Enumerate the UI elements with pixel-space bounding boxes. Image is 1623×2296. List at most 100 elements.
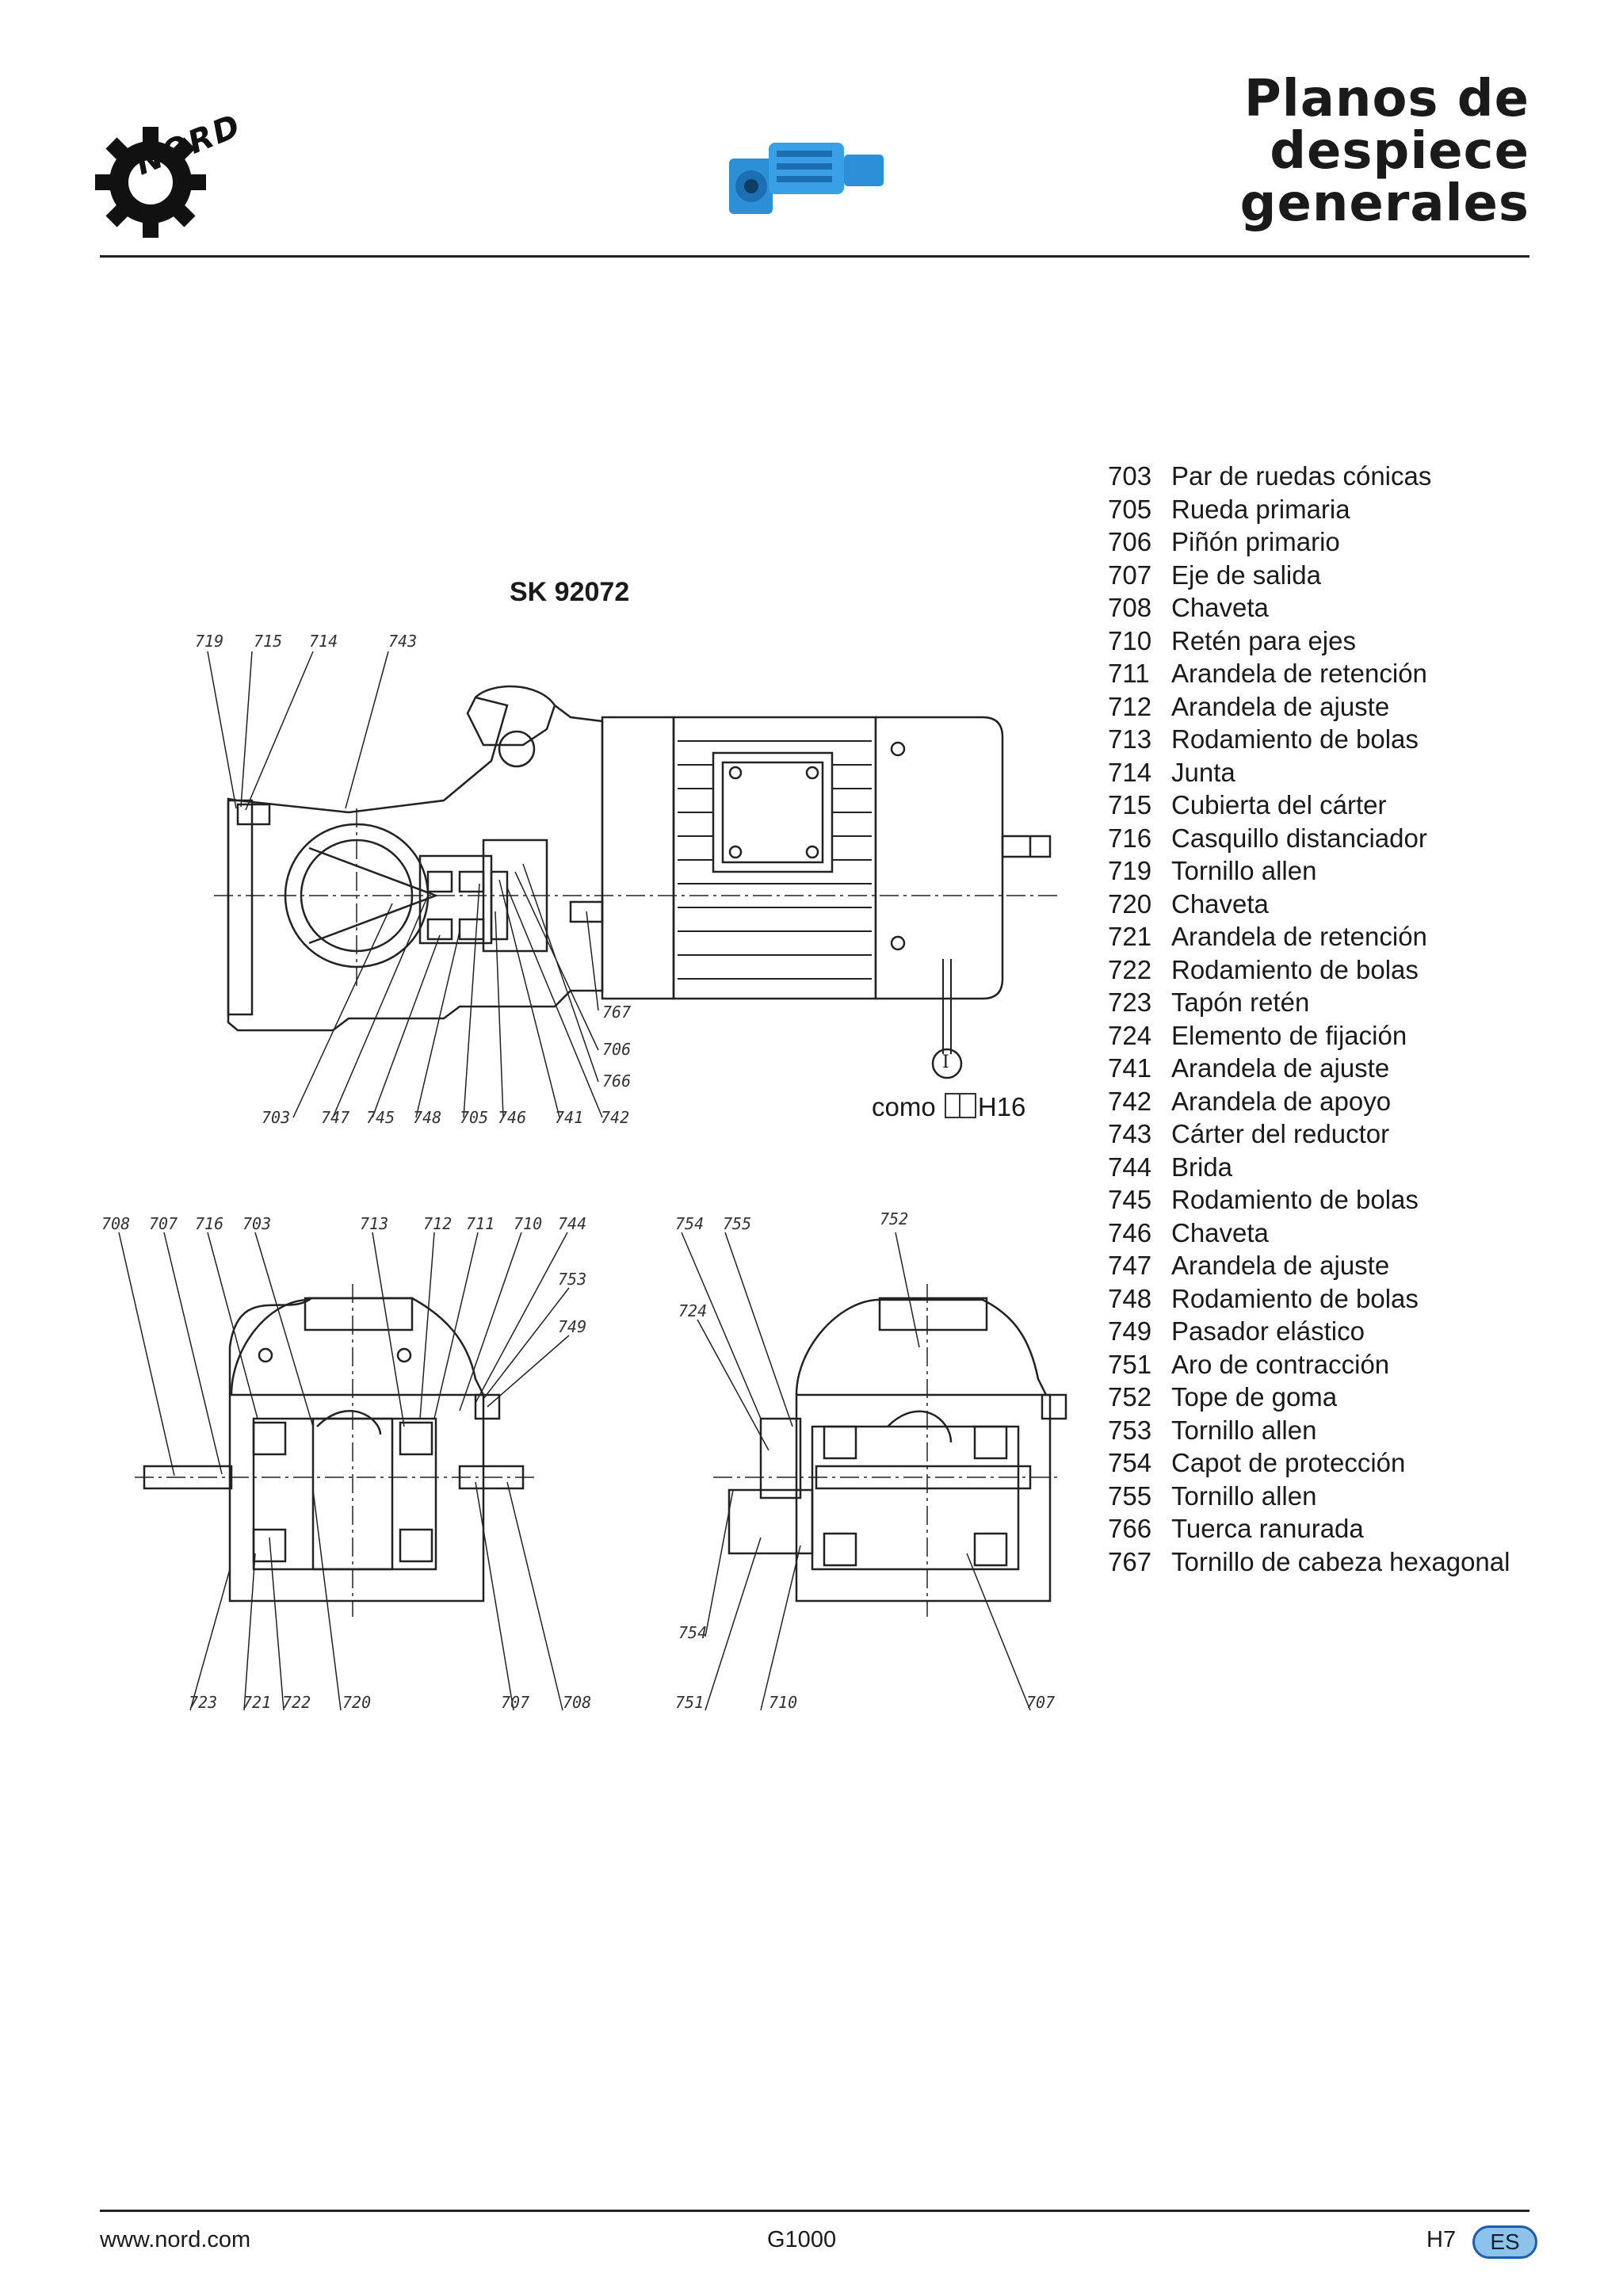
callout-752: 752: [880, 1209, 909, 1228]
part-number: 753: [1108, 1415, 1152, 1445]
footer-document-code: G1000: [767, 2227, 837, 2252]
part-number: 747: [1108, 1251, 1152, 1280]
callout-723: 723: [189, 1693, 218, 1712]
part-name: Tope de goma: [1171, 1382, 1338, 1412]
part-number: 749: [1108, 1316, 1152, 1346]
callout-714: 714: [309, 632, 338, 651]
callout-754: 754: [675, 1214, 705, 1233]
part-row: 714 Junta: [1108, 756, 1510, 789]
callout-708: 708: [101, 1214, 131, 1233]
callout-710: 710: [514, 1214, 543, 1233]
part-name: Piñón primario: [1171, 527, 1340, 556]
part-number: 720: [1108, 888, 1152, 919]
part-name: Junta: [1171, 757, 1235, 787]
part-name: Rodamiento de bolas: [1171, 1185, 1419, 1214]
part-row: 720 Chaveta: [1108, 888, 1510, 921]
callout-710b: 710: [769, 1693, 798, 1712]
part-row: 746 Chaveta: [1108, 1217, 1510, 1250]
part-name: Retén para ejes: [1171, 625, 1356, 655]
callout-712: 712: [423, 1214, 453, 1233]
callout-755: 755: [723, 1214, 752, 1233]
part-name: Chaveta: [1171, 1217, 1269, 1247]
part-number: 703: [1108, 461, 1152, 491]
callout-767: 767: [602, 1003, 632, 1022]
part-number: 706: [1108, 527, 1152, 556]
callout-715: 715: [254, 632, 283, 651]
side-view: [207, 651, 1062, 1118]
part-number: 742: [1108, 1086, 1152, 1116]
part-number: 744: [1108, 1152, 1152, 1182]
part-number: 716: [1108, 823, 1152, 853]
callout-707: 707: [149, 1214, 178, 1233]
callout-751: 751: [675, 1693, 705, 1712]
callout-748: 748: [413, 1108, 442, 1127]
part-number: 715: [1108, 790, 1152, 819]
part-name: Cárter del reductor: [1171, 1119, 1390, 1148]
part-row: 710 Retén para ejes: [1108, 625, 1510, 658]
part-name: Elemento de fijación: [1171, 1020, 1407, 1050]
callout-747: 747: [321, 1108, 350, 1127]
reference-label: como H16: [872, 1092, 1025, 1122]
title-line-3: generales: [1239, 174, 1529, 233]
part-number: 746: [1108, 1217, 1152, 1247]
part-name: Capot de protección: [1171, 1448, 1406, 1477]
footer-page-number: H7: [1426, 2227, 1457, 2252]
part-number: 711: [1108, 659, 1150, 688]
title-line-2: despiece: [1270, 122, 1529, 181]
callout-741: 741: [555, 1108, 584, 1127]
section-view-left: [118, 1232, 570, 1711]
part-number: 705: [1108, 494, 1152, 524]
part-number: 707: [1108, 560, 1152, 590]
part-row: 715 Cubierta del cárter: [1108, 789, 1510, 822]
footer-divider: [100, 2210, 1529, 2212]
callout-706: 706: [602, 1040, 632, 1059]
part-name: Aro de contracción: [1171, 1349, 1390, 1379]
title-line-1: Planos de: [1243, 70, 1529, 128]
callout-711: 711: [466, 1214, 495, 1233]
callout-753: 753: [558, 1270, 587, 1289]
part-name: Arandela de retención: [1171, 922, 1427, 951]
part-number: 713: [1108, 724, 1152, 754]
callout-708b: 708: [563, 1693, 592, 1712]
part-name: Chaveta: [1171, 593, 1269, 622]
callout-746: 746: [498, 1108, 527, 1127]
part-name: Tuerca ranurada: [1171, 1514, 1364, 1543]
callout-703b: 703: [242, 1214, 272, 1233]
part-name: Arandela de retención: [1171, 659, 1427, 688]
callout-743: 743: [388, 632, 418, 651]
part-name: Chaveta: [1171, 888, 1269, 919]
part-row: 742 Arandela de apoyo: [1108, 1085, 1510, 1118]
part-row: 706 Piñón primario: [1108, 525, 1510, 559]
part-number: 708: [1108, 593, 1152, 622]
page-title: Planos de despiece generales: [1240, 73, 1529, 230]
callout-707b: 707: [501, 1693, 530, 1712]
callout-716: 716: [195, 1214, 224, 1233]
callout-724: 724: [678, 1301, 708, 1320]
callout-720: 720: [342, 1693, 372, 1712]
part-name: Par de ruedas cónicas: [1171, 461, 1432, 491]
callout-742: 742: [601, 1108, 630, 1127]
language-badge: ES: [1472, 2225, 1537, 2259]
part-name: Arandela de apoyo: [1171, 1086, 1392, 1116]
callout-707c: 707: [1026, 1693, 1056, 1712]
part-number: 714: [1108, 757, 1152, 787]
part-number: 767: [1108, 1546, 1152, 1576]
callout-754b: 754: [678, 1623, 708, 1642]
part-name: Cubierta del cárter: [1171, 790, 1387, 819]
part-number: 710: [1108, 625, 1152, 655]
part-number: 722: [1108, 954, 1152, 984]
part-number: 723: [1108, 988, 1152, 1017]
section-view-right: [681, 1232, 1067, 1711]
